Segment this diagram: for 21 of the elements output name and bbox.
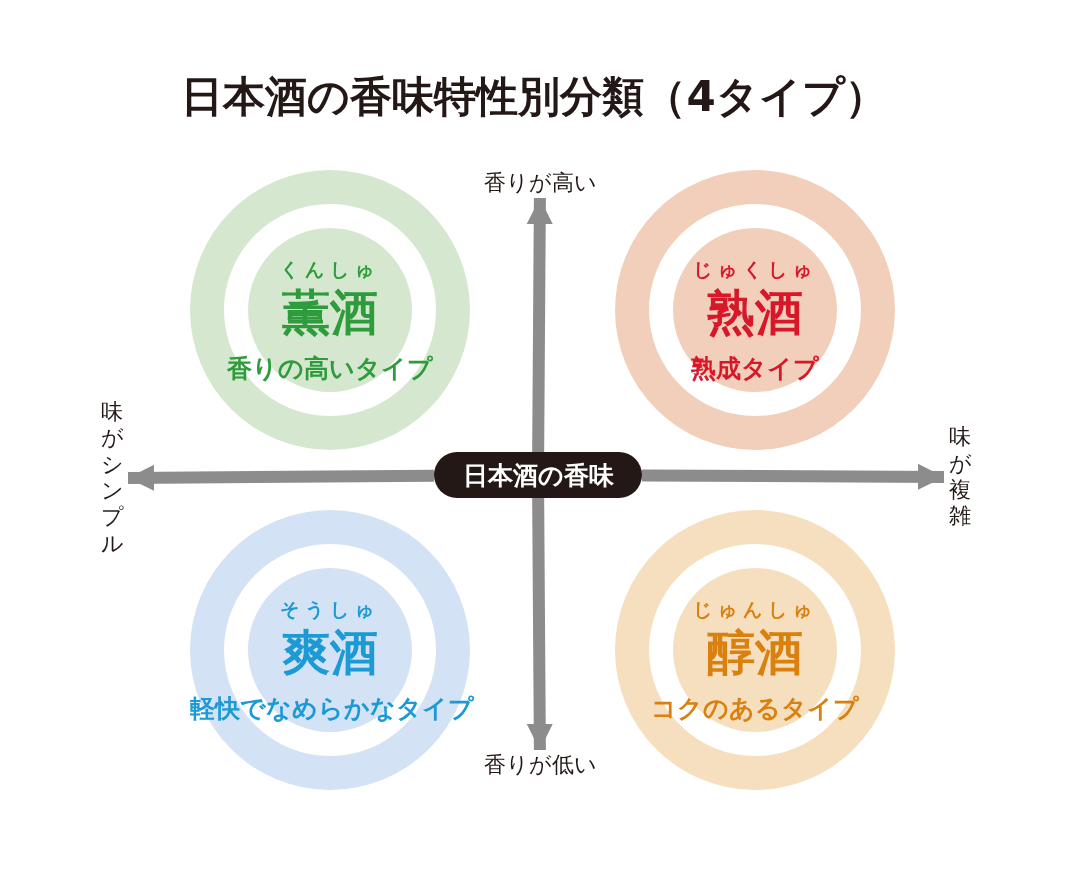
center-label: 日本酒の香味 [434, 452, 642, 498]
axis-label: 味が複雑 [948, 424, 972, 530]
axis-label: 香りが低い [483, 754, 597, 776]
axis-arrow [641, 463, 944, 490]
ruby-text: じゅんしゅ [691, 600, 819, 619]
ruby-text: そうしゅ [279, 600, 381, 619]
axis-arrow [526, 497, 553, 751]
axis-label: 味がシンプル [100, 398, 124, 558]
axis-label: 香りが高い [483, 172, 597, 194]
type-name: 爽酒 [281, 628, 379, 676]
type-name: 薫酒 [281, 288, 379, 336]
type-name: 醇酒 [706, 628, 804, 676]
axis-arrow [127, 464, 435, 491]
title: 日本酒の香味特性別分類（4タイプ） [180, 72, 888, 123]
ruby-text: くんしゅ [279, 260, 381, 279]
type-description: 熟成タイプ [690, 356, 820, 381]
ruby-text: じゅくしゅ [691, 260, 819, 279]
type-description: コクのあるタイプ [650, 696, 860, 721]
type-description: 香りの高いタイプ [226, 356, 434, 381]
axis-arrow [526, 197, 553, 453]
type-name: 熟酒 [706, 288, 804, 336]
